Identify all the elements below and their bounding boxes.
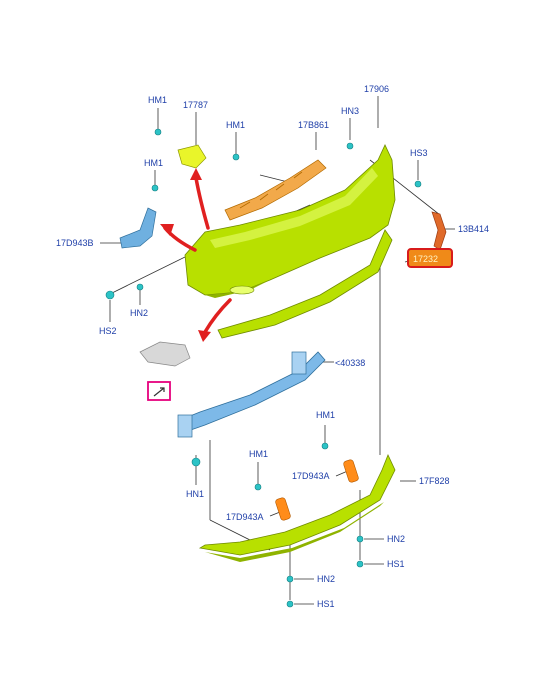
fastener-icon [414,180,422,188]
fastener-icon [254,483,262,491]
label-hm1-d: HM1 [316,410,335,420]
fastener-icon [356,560,364,568]
arrow-icon [153,387,165,397]
fastener-icon [154,128,162,136]
fastener-icon [105,290,115,300]
label-hm1-a: HM1 [148,95,167,105]
label-17b861: 17B861 [298,120,329,130]
label-17232: 17232 [413,254,438,264]
magenta-callout-box [147,381,171,401]
bracket-17787 [177,144,207,169]
label-17906: 17906 [364,84,389,94]
label-hn2-c: HN2 [317,574,335,584]
lower-valance [217,229,393,339]
label-hm1-e: HM1 [249,449,268,459]
lower-diffuser [198,453,396,562]
fastener-icon [356,535,364,543]
label-hm1-c: HM1 [144,158,163,168]
label-13b414: 13B414 [458,224,489,234]
side-bracket-17d943b [119,207,157,249]
reflector-upper [343,459,359,483]
label-hs3: HS3 [410,148,428,158]
label-hn2-a: HN2 [130,308,148,318]
arrow-heads [160,168,211,342]
highlight-box-17232 [407,248,453,268]
label-17d943b: 17D943B [56,238,94,248]
reinforcement-beam [177,351,326,438]
label-17d943a-a: 17D943A [292,471,330,481]
fastener-icon [191,457,201,467]
fastener-icon [151,184,159,192]
label-hs1-b: HS1 [317,599,335,609]
fastener-icon [346,142,354,150]
callout-labels: HM1 17787 HM1 17B861 HN3 17906 HS3 HM1 1… [56,84,489,609]
label-hn2-b: HN2 [387,534,405,544]
fastener-icon [232,153,240,161]
fastener-icon [321,442,329,450]
energy-absorber [224,159,327,221]
grey-bracket [139,341,191,367]
reflector-lower [275,497,291,521]
label-hn1: HN1 [186,489,204,499]
bumper-cover [184,144,396,298]
fastener-icon [286,575,294,583]
label-hs1-a: HS1 [387,559,405,569]
fastener-icon [136,283,144,291]
label-40338: <40338 [335,358,365,368]
label-hn3: HN3 [341,106,359,116]
fasteners [105,128,422,608]
label-17f828: 17F828 [419,476,450,486]
label-hs2: HS2 [99,326,117,336]
label-hm1-b: HM1 [226,120,245,130]
bracket-13b414 [431,211,447,251]
label-17d943a-b: 17D943A [226,512,264,522]
label-17787: 17787 [183,100,208,110]
fastener-icon [286,600,294,608]
